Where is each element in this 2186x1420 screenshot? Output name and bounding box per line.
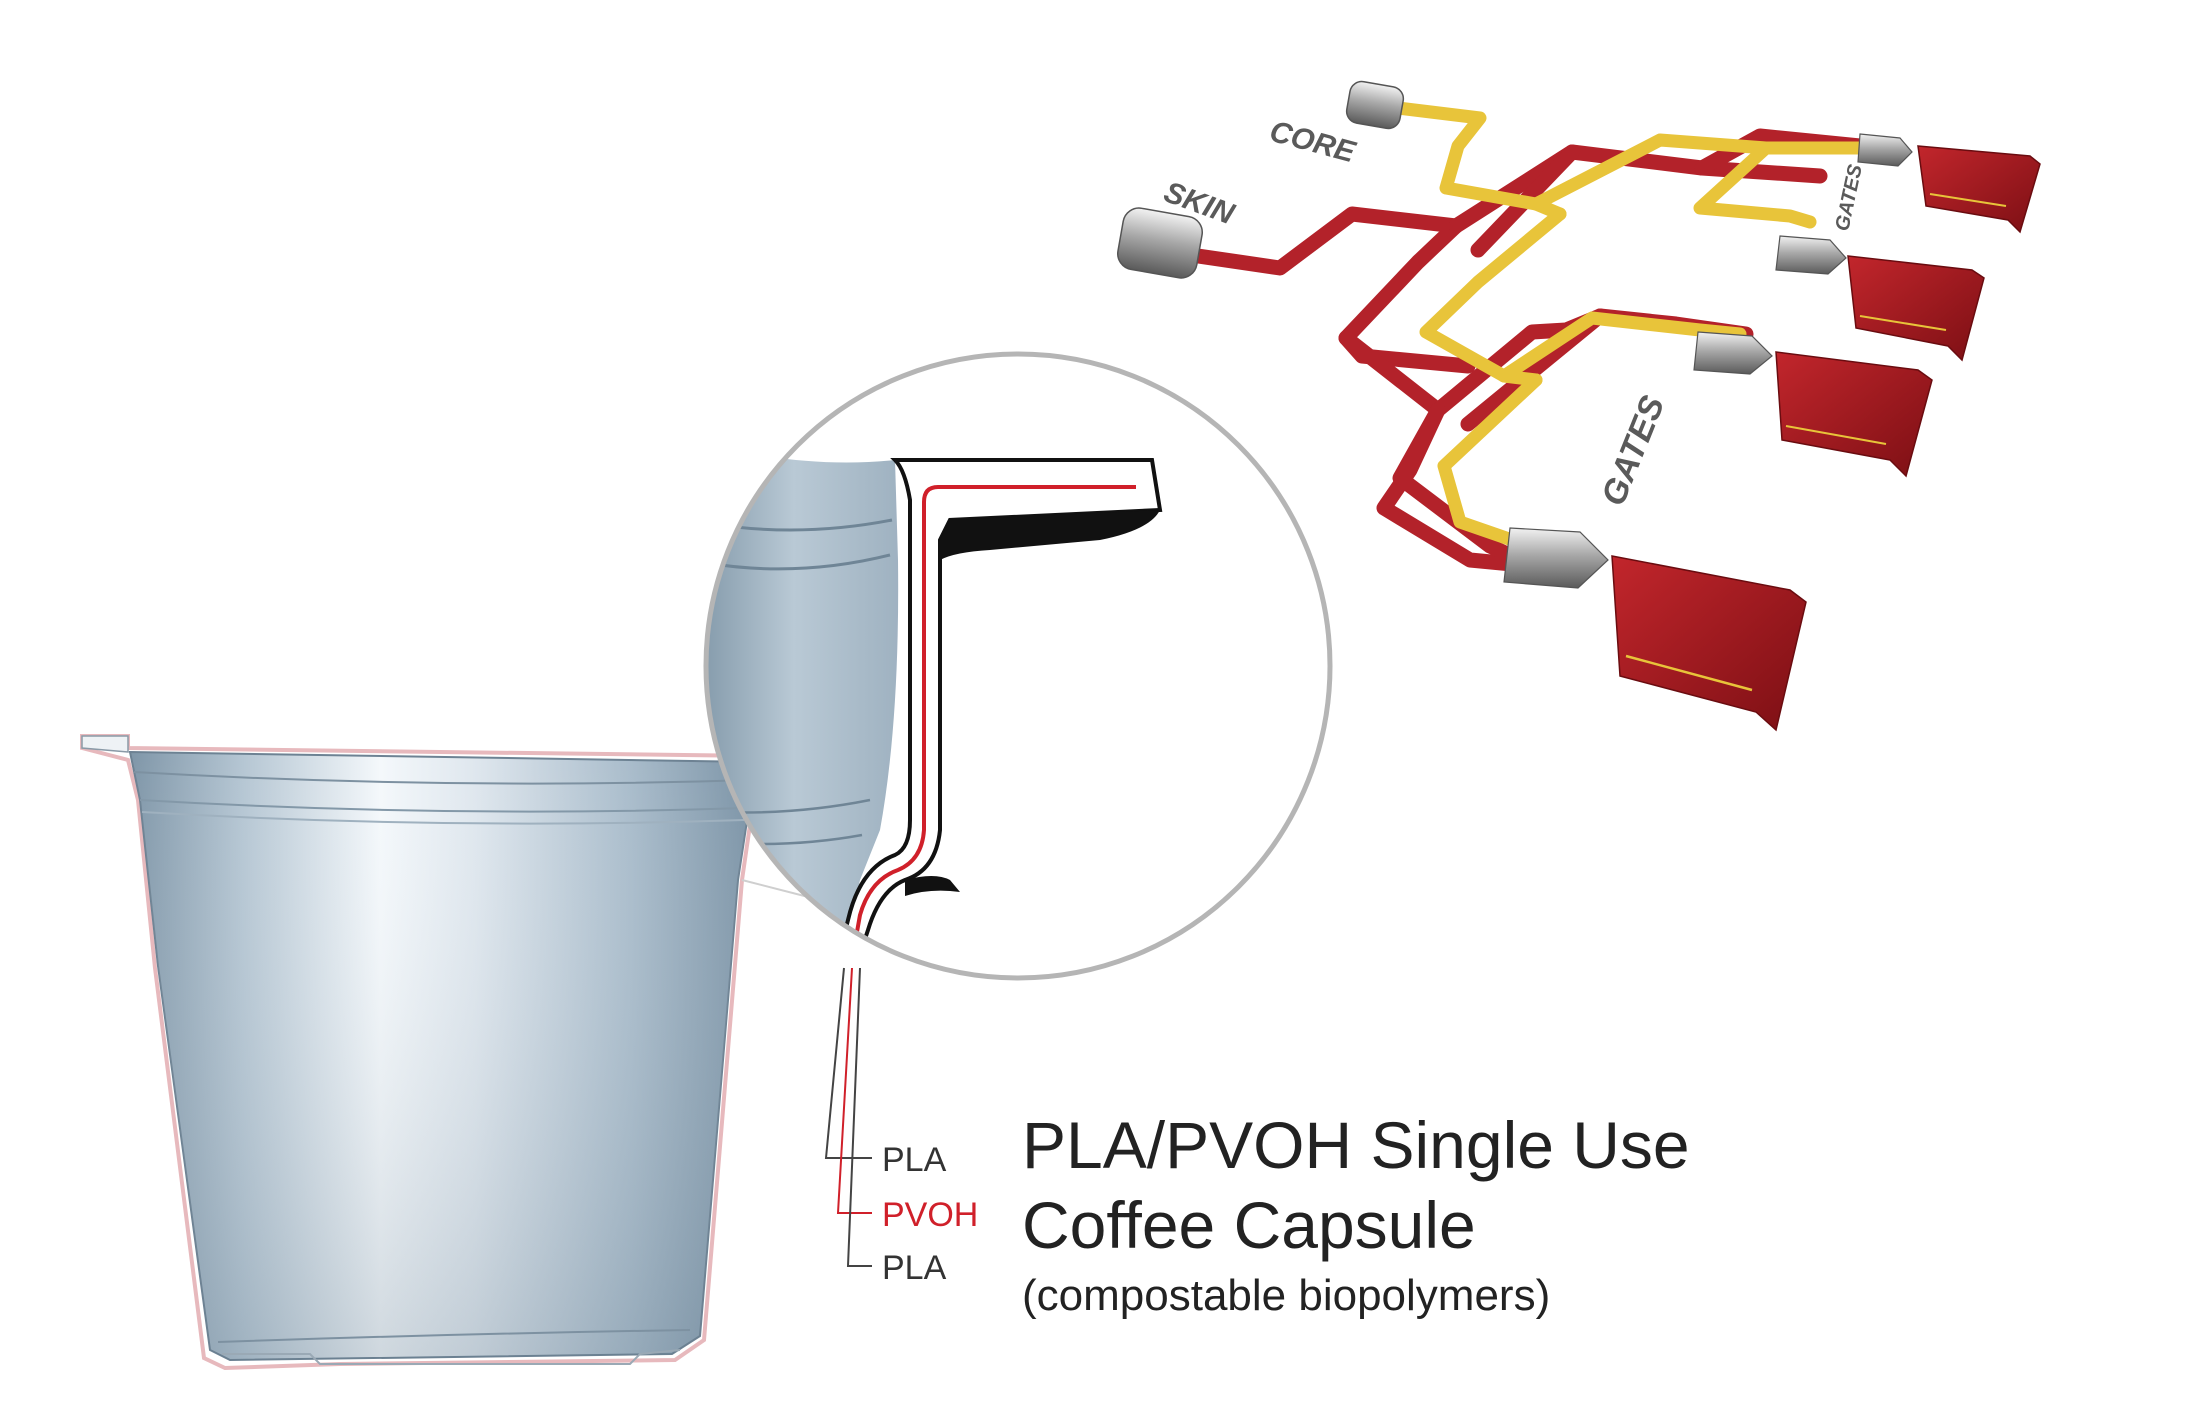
title-line-3: (compostable biopolymers) <box>1022 1271 1550 1320</box>
molded-cup-2 <box>1847 255 1985 362</box>
hot-runner-diagram <box>1117 80 2041 732</box>
core-label: CORE <box>1266 115 1359 170</box>
gates-label-large: GATES <box>1594 390 1672 511</box>
skin-inlet-nozzle <box>1117 207 1203 279</box>
gate-nozzle-2 <box>1775 235 1847 275</box>
coffee-capsule <box>80 734 821 1371</box>
core-runner <box>1391 101 1887 547</box>
molded-cup-3 <box>1775 351 1933 478</box>
gates-label-small: GATES <box>1831 162 1867 233</box>
gate-nozzle-3 <box>1693 331 1773 375</box>
molded-cup-4 <box>1611 555 1807 732</box>
gate-nozzle-4 <box>1503 527 1609 589</box>
title-line-1: PLA/PVOH Single Use <box>1022 1108 1690 1182</box>
layer-leaders <box>824 967 872 1267</box>
magnified-wall-section <box>703 351 1333 981</box>
title-line-2: Coffee Capsule <box>1022 1188 1476 1262</box>
layer-label-inner-pla: PLA <box>882 1249 947 1287</box>
layer-label-pvoh: PVOH <box>882 1196 978 1234</box>
core-inlet-nozzle <box>1345 80 1405 130</box>
gate-nozzle-1 <box>1857 133 1913 167</box>
layer-label-outer-pla: PLA <box>882 1141 947 1179</box>
molded-cup-1 <box>1917 145 2041 234</box>
